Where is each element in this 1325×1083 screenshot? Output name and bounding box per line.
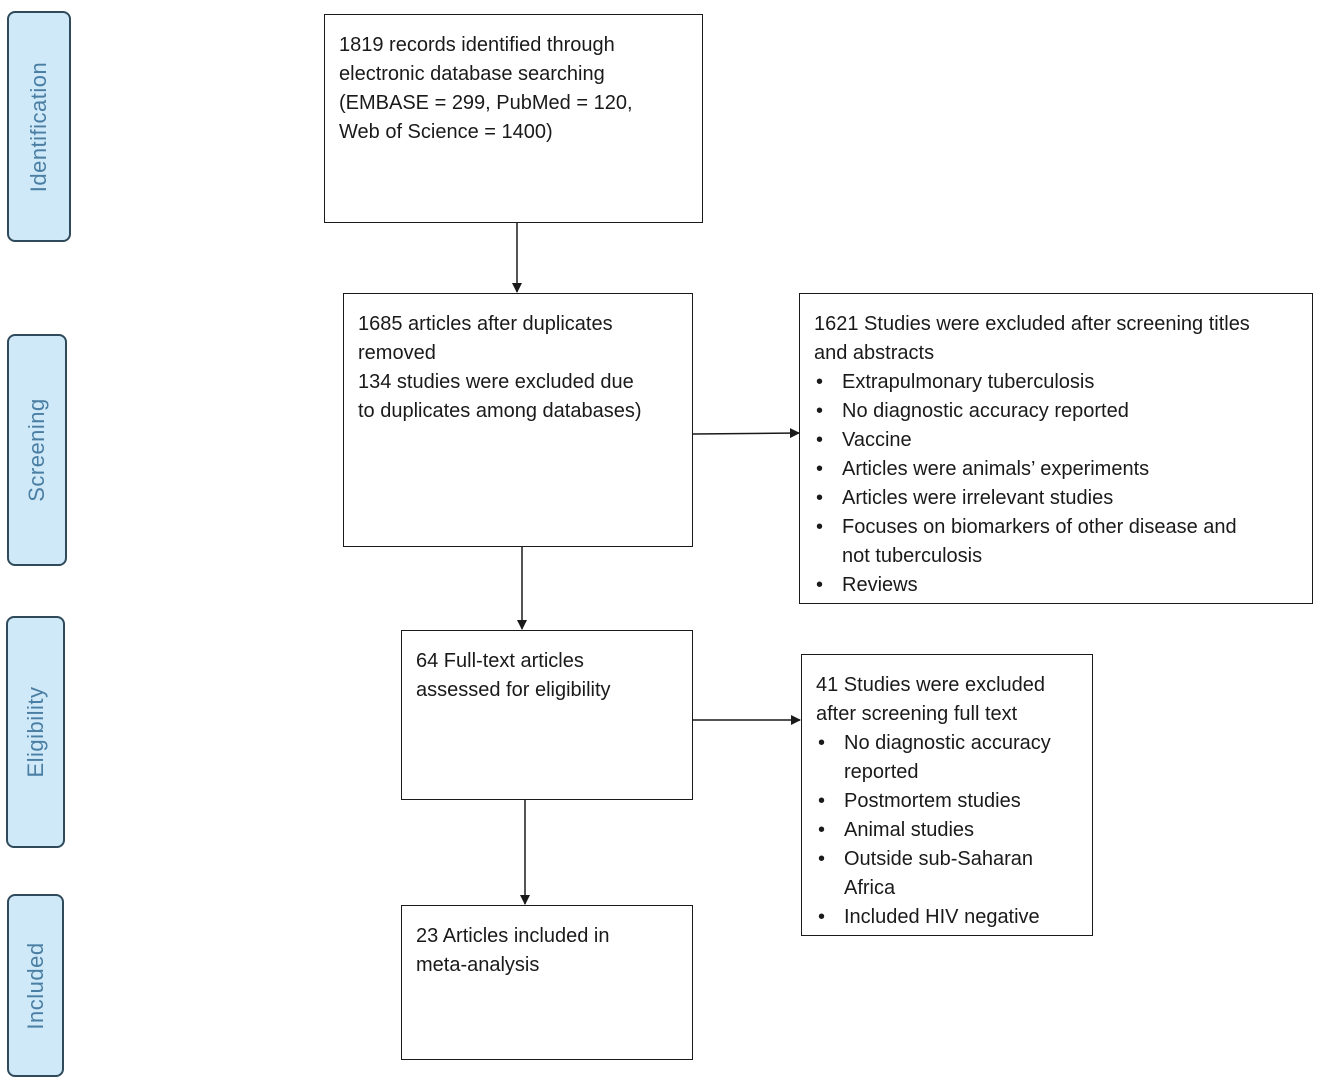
list-item: • Animal studies (816, 816, 1078, 845)
excluded-titles-reason: Extrapulmonary tuberculosis (842, 371, 1095, 393)
fulltext-line-1: 64 Full-text articles (416, 650, 584, 672)
list-item: • Outside sub-Saharan Africa (816, 845, 1078, 903)
bullet-icon: • (816, 458, 824, 480)
list-item: • No diagnostic accuracy reported (814, 397, 1298, 426)
included-line-2: meta-analysis (416, 954, 540, 976)
excluded-fulltext-heading-2: after screening full text (816, 703, 1018, 725)
duplicates-line-3: 134 studies were excluded due (358, 371, 634, 393)
list-item: • Focuses on biomarkers of other disease … (814, 513, 1298, 571)
stage-identification: Identification (7, 11, 71, 242)
excluded-titles-reason: Focuses on biomarkers of other disease a… (842, 516, 1237, 567)
list-item: • Vaccine (814, 426, 1298, 455)
excluded-titles-heading-1: 1621 Studies were excluded after screeni… (814, 313, 1250, 335)
stage-included: Included (7, 894, 64, 1077)
list-item: • Articles were irrelevant studies (814, 484, 1298, 513)
box-after-duplicates: 1685 articles after duplicates removed 1… (343, 293, 693, 547)
stage-eligibility-label: Eligibility (22, 686, 48, 778)
excluded-titles-reason: No diagnostic accuracy reported (842, 400, 1129, 422)
stage-identification-label: Identification (26, 61, 51, 192)
excluded-fulltext-reason: Included HIV negative (844, 906, 1040, 928)
excluded-fulltext-list: • No diagnostic accuracy reported • Postmo… (816, 729, 1078, 932)
bullet-icon: • (818, 819, 826, 841)
bullet-icon: • (816, 516, 824, 538)
fulltext-line-2: assessed for eligibility (416, 679, 611, 701)
list-item: • Articles were animals’ experiments (814, 455, 1298, 484)
arrow-screening-to-excluded (692, 428, 800, 439)
duplicates-line-4: to duplicates among databases) (358, 400, 642, 422)
duplicates-line-1: 1685 articles after duplicates (358, 313, 613, 335)
bullet-icon: • (816, 429, 824, 451)
bullet-icon: • (818, 906, 826, 928)
bullet-icon: • (816, 400, 824, 422)
excluded-fulltext-reason: Animal studies (844, 819, 975, 841)
bullet-icon: • (816, 371, 824, 393)
list-item: • Extrapulmonary tuberculosis (814, 368, 1298, 397)
box-included: 23 Articles included in meta-analysis (401, 905, 693, 1060)
excluded-fulltext-reason: Outside sub-Saharan Africa (844, 848, 1034, 899)
excluded-fulltext-reason: No diagnostic accuracy reported (844, 732, 1051, 783)
records-line-1: 1819 records identified through (339, 34, 615, 56)
excluded-fulltext-heading-1: 41 Studies were excluded (816, 674, 1046, 696)
duplicates-line-2: removed (358, 342, 436, 364)
list-item: • Included HIV negative (816, 903, 1078, 932)
excluded-titles-reason: Reviews (842, 574, 918, 596)
stage-screening-label: Screening (24, 398, 49, 502)
box-full-text-assessed: 64 Full-text articles assessed for eligi… (401, 630, 693, 800)
stage-eligibility: Eligibility (6, 616, 65, 848)
records-line-2: electronic database searching (339, 63, 605, 85)
bullet-icon: • (818, 790, 826, 812)
bullet-icon: • (818, 848, 826, 870)
included-line-1: 23 Articles included in (416, 925, 610, 947)
excluded-titles-reason: Vaccine (842, 429, 912, 451)
records-line-4: Web of Science = 1400) (339, 121, 553, 143)
bullet-icon: • (816, 574, 824, 596)
excluded-titles-reason: Articles were animals’ experiments (842, 458, 1150, 480)
bullet-icon: • (818, 732, 826, 754)
excluded-fulltext-reason: Postmortem studies (844, 790, 1021, 812)
box-excluded-fulltext: 41 Studies were excluded after screening… (801, 654, 1093, 936)
box-excluded-titles: 1621 Studies were excluded after screeni… (799, 293, 1313, 604)
bullet-icon: • (816, 487, 824, 509)
list-item: • Reviews (814, 571, 1298, 600)
excluded-titles-reason: Articles were irrelevant studies (842, 487, 1114, 509)
records-line-3: (EMBASE = 299, PubMed = 120, (339, 92, 633, 114)
excluded-titles-list: • Extrapulmonary tuberculosis • No diagnos… (814, 368, 1298, 600)
excluded-titles-heading-2: and abstracts (814, 342, 935, 364)
stage-screening: Screening (7, 334, 67, 566)
stage-included-label: Included (22, 941, 48, 1030)
list-item: • Postmortem studies (816, 787, 1078, 816)
list-item: • No diagnostic accuracy reported (816, 729, 1078, 787)
box-records-identified: 1819 records identified through electron… (324, 14, 703, 223)
